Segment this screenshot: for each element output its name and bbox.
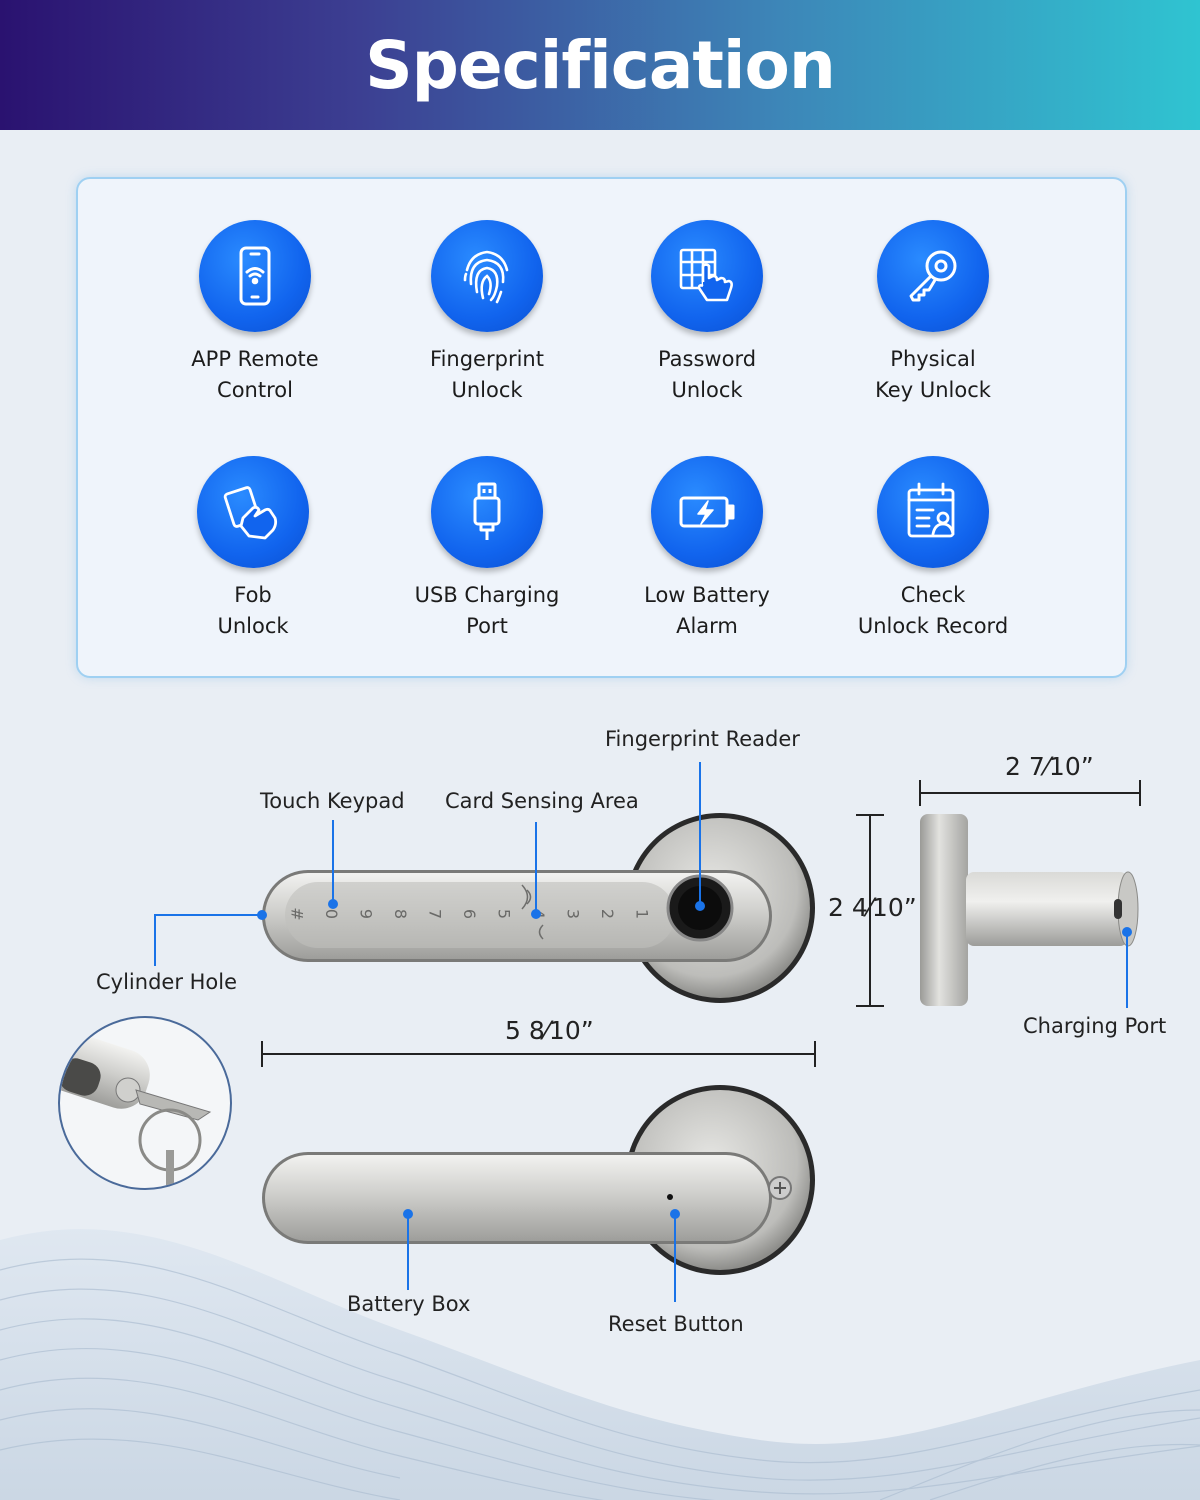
feature-password-unlock: Password Unlock xyxy=(587,220,827,406)
feature-usb-charging-port: USB Charging Port xyxy=(367,456,607,642)
callout-touch-keypad: Touch Keypad xyxy=(260,789,405,813)
keypad-key: 3 xyxy=(564,909,583,919)
feature-label: Fob Unlock xyxy=(217,583,289,638)
callout-battery-box: Battery Box xyxy=(347,1292,471,1316)
feature-label: APP Remote Control xyxy=(191,347,319,402)
side-view-lever xyxy=(920,814,1139,1006)
keypad-key: 1 xyxy=(633,909,652,919)
calendar-record-icon xyxy=(907,482,955,538)
feature-icon-circle xyxy=(877,220,989,332)
keypad-key: 6 xyxy=(460,909,479,919)
header-banner: Specification xyxy=(0,0,1200,130)
back-lever xyxy=(262,1085,815,1275)
wave-background xyxy=(0,1229,1200,1500)
feature-fingerprint-unlock: Fingerprint Unlock xyxy=(367,220,607,406)
feature-physical-key-unlock: Physical Key Unlock xyxy=(813,220,1053,406)
dimension-length-label: 5 8⁄10” xyxy=(505,1016,594,1045)
keypad-key: 8 xyxy=(391,909,410,919)
feature-icon-circle xyxy=(431,456,543,568)
feature-fob-unlock: Fob Unlock xyxy=(133,456,373,642)
feature-label: Low Battery Alarm xyxy=(644,583,770,638)
callout-cylinder-hole: Cylinder Hole xyxy=(96,970,238,994)
usb-plug-icon xyxy=(473,482,501,540)
key-icon xyxy=(909,250,957,302)
fob-card-icon xyxy=(223,486,278,540)
feature-icon-circle xyxy=(199,220,311,332)
keypad-touch-icon xyxy=(679,248,733,302)
keypad-key: 2 xyxy=(598,909,617,919)
feature-icon-circle xyxy=(651,456,763,568)
callout-fingerprint-reader: Fingerprint Reader xyxy=(605,727,800,751)
callout-dots xyxy=(257,899,1132,1219)
callout-charging-port: Charging Port xyxy=(1023,1014,1167,1038)
feature-label: USB Charging Port xyxy=(414,583,560,638)
dimension-lines xyxy=(261,780,1141,1067)
feature-label: Password Unlock xyxy=(657,347,757,402)
feature-label: Fingerprint Unlock xyxy=(430,347,544,402)
feature-check-unlock-record: Check Unlock Record xyxy=(813,456,1053,642)
dimension-height-label: 2 4⁄10” xyxy=(828,893,917,922)
keypad-key: # xyxy=(288,907,307,920)
feature-icon-circle xyxy=(197,456,309,568)
keypad-key: 7 xyxy=(426,909,445,919)
fingerprint-icon xyxy=(463,250,509,304)
feature-icon-circle xyxy=(651,220,763,332)
feature-label: Check Unlock Record xyxy=(857,583,1009,638)
page-title: Specification xyxy=(365,26,836,104)
callout-lines xyxy=(154,762,1128,1302)
keypad-key: 9 xyxy=(357,909,376,919)
front-lever xyxy=(262,813,815,1003)
smartphone-wifi-icon xyxy=(239,246,271,306)
feature-icon-circle xyxy=(431,220,543,332)
feature-icon-circle xyxy=(877,456,989,568)
keypad-key: 0 xyxy=(322,909,341,919)
feature-label: Physical Key Unlock xyxy=(875,347,991,402)
feature-low-battery-alarm: Low Battery Alarm xyxy=(587,456,827,642)
keypad-key: 5 xyxy=(495,909,514,919)
low-battery-icon xyxy=(679,496,735,528)
dimension-depth-label: 2 7⁄10” xyxy=(1005,752,1094,781)
callout-card-sensing-area: Card Sensing Area xyxy=(445,789,639,813)
key-inset-image xyxy=(58,1016,232,1190)
callout-reset-button: Reset Button xyxy=(608,1312,744,1336)
feature-app-remote-control: APP Remote Control xyxy=(135,220,375,406)
